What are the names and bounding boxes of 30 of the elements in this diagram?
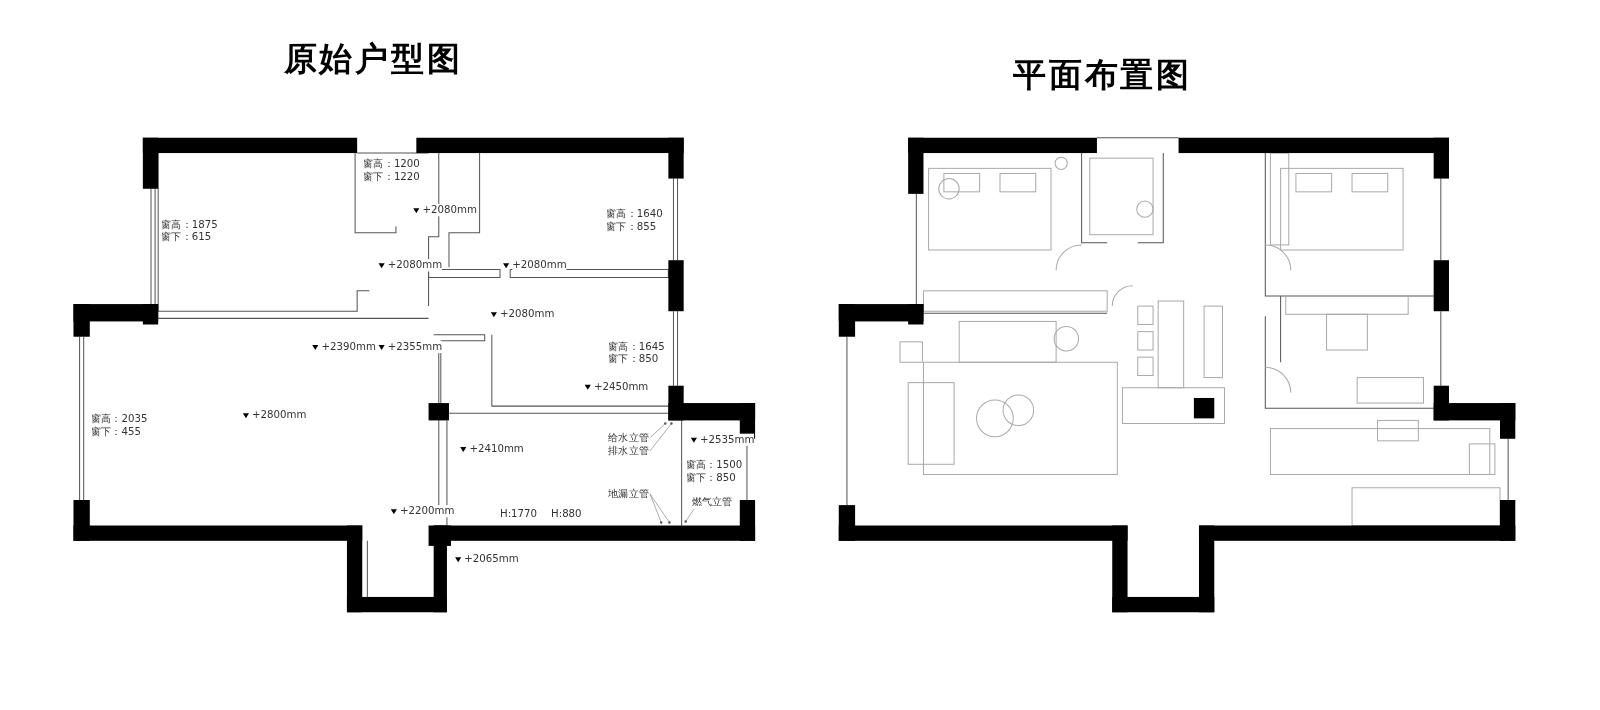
dimension-label: 窗下：850 xyxy=(608,353,659,366)
dimension-label: 窗高：1640 xyxy=(606,208,663,221)
elevation-label: +2080mm xyxy=(387,259,443,272)
pipe-label: 排水立管 xyxy=(608,444,649,458)
pipe-label: 地漏立管 xyxy=(608,487,649,500)
dimension-label: 窗下：455 xyxy=(90,425,141,438)
elevation-label: +2355mm xyxy=(387,340,443,354)
dimension-label: 窗下：615 xyxy=(161,230,212,243)
plan-title: 平面布置图 xyxy=(1013,56,1192,93)
dimension-label: 窗高：1875 xyxy=(161,218,218,231)
leader-line xyxy=(649,423,672,452)
dimension-label: 窗高：1500 xyxy=(685,459,743,472)
dimension-label: 窗高：1645 xyxy=(608,340,665,354)
elevation-label: +2080mm xyxy=(422,204,477,217)
pipe-label: 给水立管 xyxy=(608,431,649,444)
plan-title: 原始户型图 xyxy=(283,40,463,78)
elevation-label: +2535mm xyxy=(700,433,755,446)
elevation-label: +2450mm xyxy=(593,380,649,393)
leader-line xyxy=(685,508,695,522)
leader-line xyxy=(649,493,662,523)
elevation-label: +2080mm xyxy=(512,259,567,272)
dimension-label: 窗下：1220 xyxy=(363,170,420,183)
pipe-label: 燃气立管 xyxy=(691,495,733,509)
dimension-label: 窗高：2035 xyxy=(90,413,148,426)
leader-line xyxy=(649,493,670,523)
dimension-label: 窗下：855 xyxy=(606,220,657,233)
elevation-label: +2200mm xyxy=(400,505,455,518)
leader-line xyxy=(649,423,666,439)
dimension-label: 窗高：1200 xyxy=(363,158,420,171)
dimension-label: 窗下：850 xyxy=(685,471,736,484)
